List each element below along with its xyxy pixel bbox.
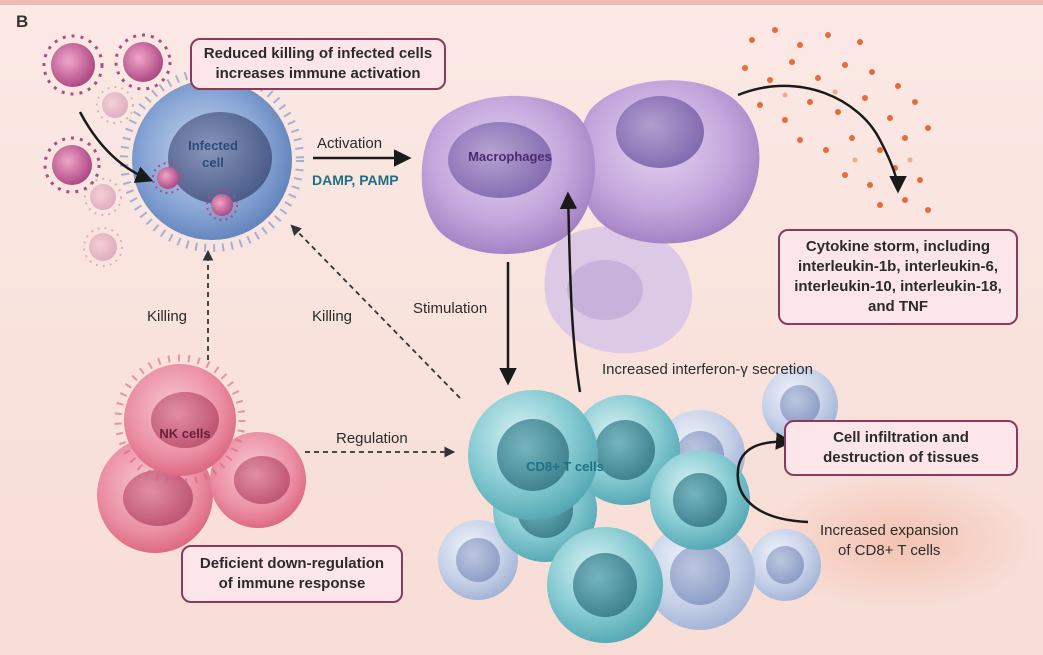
cell-infiltration-callout: Cell infiltration and destruction of tis… bbox=[784, 420, 1018, 476]
infected-cell-label-line: Infected bbox=[188, 138, 238, 153]
virus-icon bbox=[83, 227, 123, 267]
expansion-label-line: Increased expansion bbox=[820, 522, 959, 539]
top-border bbox=[0, 0, 1043, 5]
killing-label: Killing bbox=[312, 308, 353, 325]
nk-cell-cluster bbox=[97, 354, 306, 553]
expansion-label: Increased expansion of CD8+ T cells bbox=[820, 521, 958, 561]
virus-icon bbox=[43, 136, 101, 194]
tissue-blush bbox=[760, 470, 1040, 610]
callout-line: of immune response bbox=[218, 575, 366, 592]
cytokine-arrow bbox=[737, 84, 907, 194]
macrophage-cluster bbox=[421, 80, 760, 354]
callout-line: Reduced killing of infected cells bbox=[203, 45, 433, 62]
damp-pamp-label: DAMP, PAMP bbox=[312, 172, 399, 188]
infected-cell-label: Infected cell bbox=[170, 137, 256, 171]
nk-cells-label: NK cells bbox=[159, 426, 211, 441]
macrophages-label: Macrophages bbox=[468, 149, 552, 164]
deficient-regulation-callout: Deficient down-regulation of immune resp… bbox=[181, 545, 403, 603]
callout-line: interleukin-10, interleukin-18, bbox=[794, 278, 1002, 295]
callout-line: interleukin-1b, interleukin-6, bbox=[797, 258, 999, 275]
virus-icon bbox=[84, 178, 122, 216]
infected-cell bbox=[120, 68, 304, 252]
virus-icon bbox=[42, 34, 104, 96]
virus-entry-arrow bbox=[78, 111, 154, 183]
virus-icon bbox=[152, 162, 184, 194]
expansion-arrow bbox=[736, 432, 809, 524]
callout-line: and TNF bbox=[868, 298, 928, 315]
virus-icon bbox=[114, 33, 172, 91]
virus-icon bbox=[96, 86, 134, 124]
virus-icon bbox=[206, 189, 238, 221]
cytokine-particles bbox=[742, 27, 931, 213]
cd8-t-cell-cluster bbox=[438, 367, 838, 643]
callout-line: increases immune activation bbox=[215, 65, 421, 82]
infected-cell-label-line: cell bbox=[202, 155, 224, 170]
expansion-label-line: of CD8+ T cells bbox=[838, 542, 941, 559]
callout-line: Deficient down-regulation bbox=[199, 555, 385, 572]
reduced-killing-callout: Reduced killing of infected cells increa… bbox=[190, 38, 446, 90]
activation-label: Activation bbox=[317, 135, 383, 152]
panel-letter: B bbox=[16, 12, 29, 31]
cd8-t-cells-label: CD8+ T cells bbox=[526, 459, 604, 474]
regulation-label: Regulation bbox=[336, 430, 408, 447]
callout-line: Cytokine storm, including bbox=[805, 238, 991, 255]
stimulation-label: Stimulation bbox=[413, 300, 488, 317]
t-cell-killing-arrow bbox=[290, 224, 461, 399]
interferon-arrow bbox=[559, 191, 582, 393]
callout-line: destruction of tissues bbox=[823, 449, 979, 466]
cytokine-storm-callout: Cytokine storm, including interleukin-1b… bbox=[778, 229, 1018, 325]
callout-line: Cell infiltration and bbox=[833, 429, 969, 446]
killing-label: Killing bbox=[147, 308, 188, 325]
interferon-label: Increased interferon-γ secretion bbox=[602, 361, 813, 378]
